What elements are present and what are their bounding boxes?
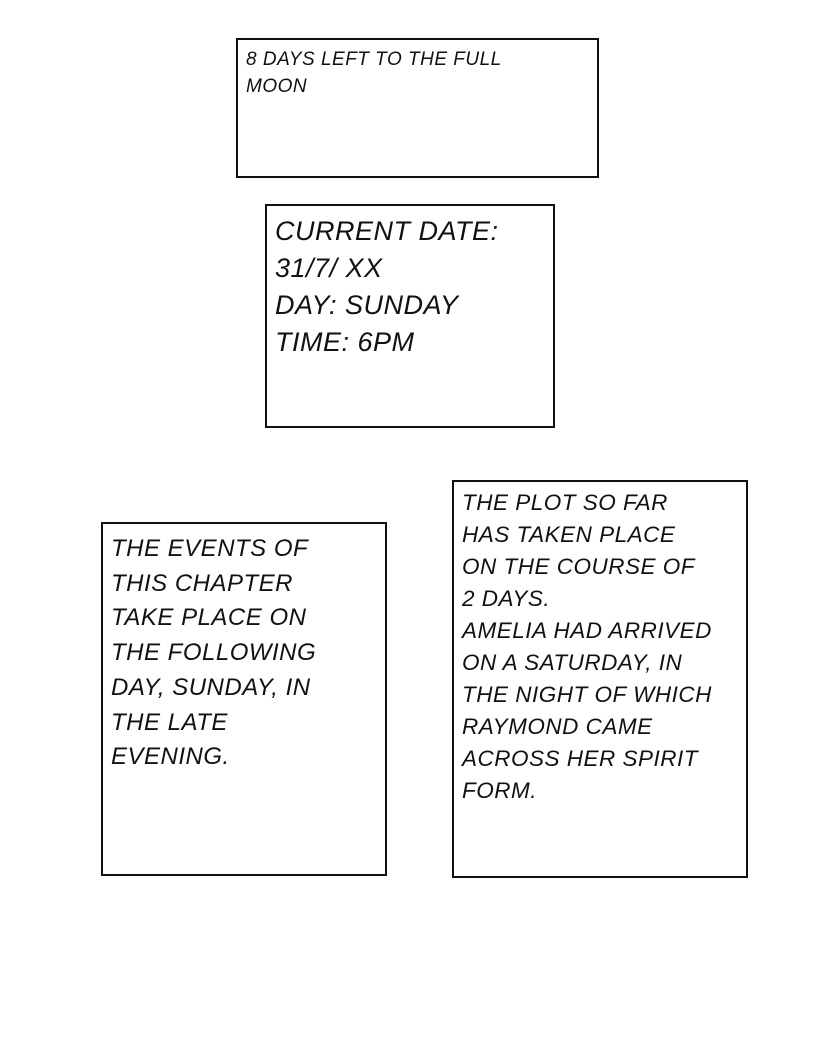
text-line: 8 days left to the full	[246, 49, 502, 70]
date-label: Current date:	[275, 216, 499, 246]
text-line: the night of which	[462, 682, 712, 707]
text-line: form.	[462, 778, 537, 803]
text-line: this chapter	[111, 569, 294, 597]
text-line: on a Saturday, in	[462, 650, 683, 675]
moon-countdown-box: 8 days left to the full moon	[236, 38, 599, 178]
text-line: The events of	[111, 535, 309, 562]
plot-so-far-box: The plot so far has taken place on the c…	[452, 480, 748, 878]
text-line: The plot so far	[462, 490, 668, 515]
time-value: Time: 6PM	[275, 327, 415, 357]
text-line: across her spirit	[462, 746, 699, 771]
text-line: evening.	[111, 743, 230, 771]
text-line: moon	[246, 76, 308, 97]
current-date-box: Current date: 31/7/ XX Day: Sunday Time:…	[265, 204, 555, 428]
text-line: has taken place	[462, 522, 676, 547]
text-line: take place on	[111, 604, 307, 632]
day-value: Day: Sunday	[275, 290, 459, 320]
text-line: 2 days.	[462, 586, 551, 611]
text-line: the following	[111, 639, 317, 667]
text-line: on the course of	[462, 554, 696, 579]
text-line: Raymond came	[462, 714, 653, 739]
text-line: day, Sunday, in	[111, 673, 311, 701]
date-value: 31/7/ XX	[275, 253, 383, 283]
text-line: the late	[111, 708, 228, 736]
chapter-events-box: The events of this chapter take place on…	[101, 522, 387, 876]
text-line: Amelia had arrived	[462, 618, 712, 643]
